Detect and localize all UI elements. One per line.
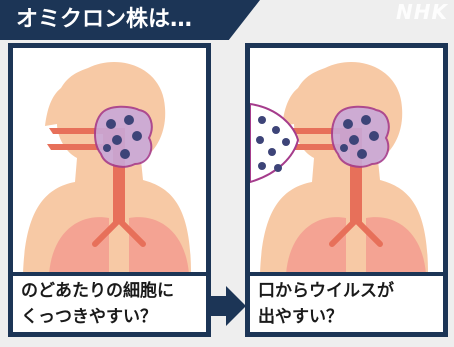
virus-icon bbox=[340, 144, 348, 152]
right-lung bbox=[129, 217, 189, 274]
mouth-passage bbox=[284, 144, 342, 150]
exhaled-viruses bbox=[256, 116, 290, 172]
virus-icon bbox=[282, 138, 290, 146]
caption-right-line2: 出やすい？ bbox=[258, 307, 343, 327]
virus-icon bbox=[258, 116, 266, 124]
panel-throat-cells: のどあたりの細胞に くっつきやすい？ bbox=[8, 43, 211, 337]
page-title: オミクロン株は… bbox=[16, 7, 193, 32]
virus-icon bbox=[258, 162, 266, 170]
virus-icon bbox=[369, 131, 379, 141]
virus-icon bbox=[274, 164, 282, 172]
virus-icon bbox=[361, 115, 371, 125]
broadcaster-logo: NHK bbox=[396, 0, 448, 24]
virus-icon bbox=[124, 115, 134, 125]
virus-icon bbox=[357, 149, 367, 159]
virus-icon bbox=[272, 126, 280, 134]
panel-mouth-release: 口からウイルスが 出やすい？ bbox=[245, 43, 448, 337]
virus-cluster bbox=[103, 115, 142, 159]
virus-icon bbox=[343, 119, 353, 129]
bronchi bbox=[329, 217, 383, 247]
virus-icon bbox=[349, 135, 359, 145]
virus-icon bbox=[256, 136, 264, 144]
virus-icon bbox=[106, 119, 116, 129]
mouth-passage bbox=[47, 144, 105, 150]
caption-right: 口からウイルスが 出やすい？ bbox=[250, 272, 443, 332]
nasal-passage bbox=[49, 128, 105, 134]
virus-icon bbox=[112, 135, 122, 145]
left-lung bbox=[286, 217, 346, 274]
respiratory-illustration bbox=[23, 61, 191, 274]
respiratory-illustration bbox=[250, 61, 428, 274]
right-arrow-icon bbox=[208, 286, 246, 326]
left-lung bbox=[49, 217, 109, 274]
bronchi bbox=[92, 217, 146, 247]
virus-icon bbox=[132, 131, 142, 141]
caption-left: のどあたりの細胞に くっつきやすい？ bbox=[13, 272, 206, 332]
virus-icon bbox=[120, 149, 130, 159]
caption-right-line1: 口からウイルスが bbox=[258, 281, 394, 301]
virus-cluster bbox=[340, 115, 379, 159]
title-banner bbox=[0, 0, 260, 40]
nasal-passage bbox=[286, 128, 342, 134]
virus-icon bbox=[103, 144, 111, 152]
caption-left-line2: くっつきやすい？ bbox=[21, 307, 157, 327]
right-lung bbox=[366, 217, 426, 274]
caption-left-line1: のどあたりの細胞に bbox=[21, 281, 174, 301]
virus-icon bbox=[268, 148, 276, 156]
